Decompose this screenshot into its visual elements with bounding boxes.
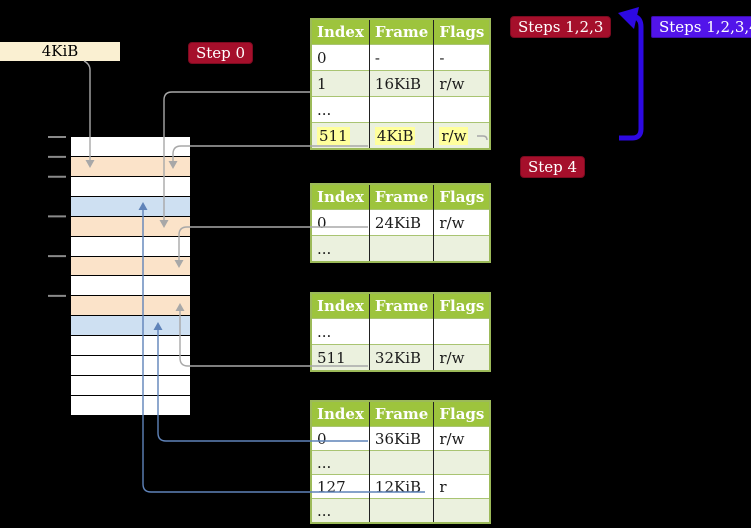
highlight: r/w: [439, 126, 469, 145]
column-header: Flags: [433, 19, 491, 45]
big-steps-arrowhead-icon: [618, 7, 639, 29]
step4-badge: Step 4: [520, 156, 586, 178]
step0-badge: Step 0: [188, 42, 254, 64]
memory-cell-white: [71, 355, 190, 376]
memory-cell-white: [71, 175, 190, 196]
table-cell: r/w: [433, 344, 491, 371]
table-cell: [433, 450, 491, 475]
table-cell: 0: [311, 426, 370, 451]
table-cell: 32KiB: [368, 344, 434, 371]
table-cell: [368, 498, 434, 523]
column-header: Flags: [433, 401, 491, 427]
memory-cell-white: [71, 275, 190, 296]
steps123-badge: Steps 1,2,3: [510, 16, 612, 38]
memory-cell-peach: [71, 155, 190, 176]
table-cell: ...: [311, 498, 370, 523]
table-cell: r: [433, 474, 491, 499]
table-cell: 12KiB: [368, 474, 434, 499]
table-cell: 16KiB: [368, 70, 434, 97]
physical-memory-column: [71, 137, 190, 416]
table-cell: [368, 318, 434, 345]
table-cell: 1: [311, 70, 370, 97]
table-cell: ...: [311, 96, 370, 123]
table-row: ...: [311, 235, 491, 262]
page-size-label: 4KiB: [0, 42, 120, 61]
column-header: Flags: [433, 184, 491, 210]
column-header: Frame: [368, 293, 434, 319]
table-row: 511 4KiB r/w: [311, 122, 491, 149]
table-cell: 0: [311, 44, 370, 71]
table-cell: 36KiB: [368, 426, 434, 451]
table-cell: r/w: [433, 426, 491, 451]
big-steps-arrow: [619, 13, 644, 141]
table-cell: 4KiB: [368, 122, 434, 149]
table-cell: [368, 235, 434, 262]
table-cell: r/w: [433, 70, 491, 97]
table-cell: 127: [311, 474, 370, 499]
table-cell: 0: [311, 209, 370, 236]
table-cell: ...: [311, 318, 370, 345]
table-cell: r/w: [433, 209, 491, 236]
column-header: Index: [311, 293, 370, 319]
table-row: ...: [311, 498, 491, 523]
table-cell: ...: [311, 235, 370, 262]
column-header: Frame: [368, 401, 434, 427]
table-cell: 511: [311, 344, 370, 371]
column-header: Index: [311, 401, 370, 427]
steps1234-badge: Steps 1,2,3,4: [651, 16, 751, 38]
table-cell: [433, 96, 491, 123]
memory-cell-peach: [71, 295, 190, 316]
column-header: Index: [311, 19, 370, 45]
table-cell: 511: [311, 122, 370, 149]
column-header: Index: [311, 184, 370, 210]
memory-cell-white: [71, 375, 190, 395]
table-cell: -: [433, 44, 491, 71]
table-cell: [433, 235, 491, 262]
table-cell: [433, 498, 491, 523]
table-row: ...: [311, 450, 491, 475]
table-cell: r/w: [433, 122, 491, 149]
table-row: ...: [311, 318, 491, 345]
memory-cell-white: [71, 137, 190, 156]
highlight: 4KiB: [374, 126, 416, 145]
table-row: ...: [311, 96, 491, 123]
table-cell: [368, 96, 434, 123]
highlight: 511: [317, 126, 350, 145]
table-cell: ...: [311, 450, 370, 475]
memory-cell-white: [71, 235, 190, 256]
memory-cell-blue: [71, 315, 190, 336]
memory-cell-white: [71, 335, 190, 356]
table-cell: -: [368, 44, 434, 71]
memory-cell-blue: [71, 195, 190, 216]
memory-cell-peach: [71, 215, 190, 236]
table-row: 0--: [311, 44, 491, 71]
table-cell: [368, 450, 434, 475]
column-header: Frame: [368, 19, 434, 45]
column-header: Frame: [368, 184, 434, 210]
memory-cell-white: [71, 394, 190, 415]
column-header: Flags: [433, 293, 491, 319]
table-cell: 24KiB: [368, 209, 434, 236]
memory-cell-peach: [71, 255, 190, 276]
table-cell: [433, 318, 491, 345]
